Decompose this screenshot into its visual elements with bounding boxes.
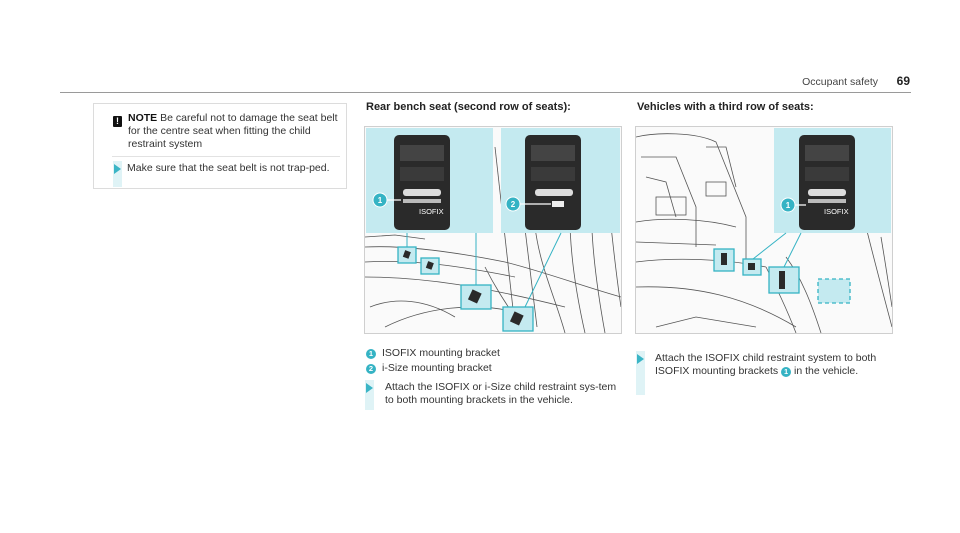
step-bar xyxy=(113,161,122,187)
note-body: Be careful not to damage the seat belt f… xyxy=(128,112,338,150)
header-divider xyxy=(60,92,911,93)
note-text: NOTE Be careful not to damage the seat b… xyxy=(128,112,340,151)
note-divider xyxy=(112,156,340,157)
image-callout-1: 1 xyxy=(786,201,791,210)
legend-label: ISOFIX mounting bracket xyxy=(382,347,500,359)
rear-bench-title: Rear bench seat (second row of seats): xyxy=(366,101,571,113)
rear-bench-image: ISOFIX 1 2 xyxy=(364,126,622,334)
third-row-title: Vehicles with a third row of seats: xyxy=(637,101,814,113)
inset3-label: ISOFIX xyxy=(824,207,849,216)
note-title: NOTE xyxy=(128,112,158,124)
step-arrow-icon xyxy=(366,383,373,393)
step-bar xyxy=(365,380,374,410)
step-arrow-icon xyxy=(114,164,121,174)
third-row-image: ISOFIX 1 xyxy=(635,126,893,334)
legend-label: i-Size mounting bracket xyxy=(382,362,492,374)
legend-item: 1 ISOFIX mounting bracket xyxy=(366,347,500,359)
note-box: ! NOTE Be careful not to damage the seat… xyxy=(93,103,347,189)
rear-bench-illustration: ISOFIX 1 2 xyxy=(365,128,621,333)
image-callout-1: 1 xyxy=(378,196,383,205)
callout-number: 2 xyxy=(366,364,376,374)
step-text-after: in the vehicle. xyxy=(793,365,859,377)
inset1-label: ISOFIX xyxy=(419,207,444,216)
third-row-illustration: ISOFIX 1 xyxy=(636,128,892,333)
rear-bench-step: Attach the ISOFIX or i-Size child restra… xyxy=(385,381,617,406)
note-step-text: Make sure that the seat belt is not trap… xyxy=(127,162,330,174)
callout-number: 1 xyxy=(366,349,376,359)
step-arrow-icon xyxy=(637,354,644,364)
callout-number: 1 xyxy=(781,367,792,377)
section-title: Occupant safety xyxy=(802,76,878,88)
third-row-step: Attach the ISOFIX child restraint system… xyxy=(655,352,887,378)
step-text-before: Attach the ISOFIX child restraint system… xyxy=(655,352,877,377)
step-bar xyxy=(636,351,645,395)
image-callout-2: 2 xyxy=(511,200,516,209)
page-number: 69 xyxy=(896,74,910,88)
legend-item: 2 i-Size mounting bracket xyxy=(366,362,492,374)
warning-icon: ! xyxy=(113,116,122,127)
